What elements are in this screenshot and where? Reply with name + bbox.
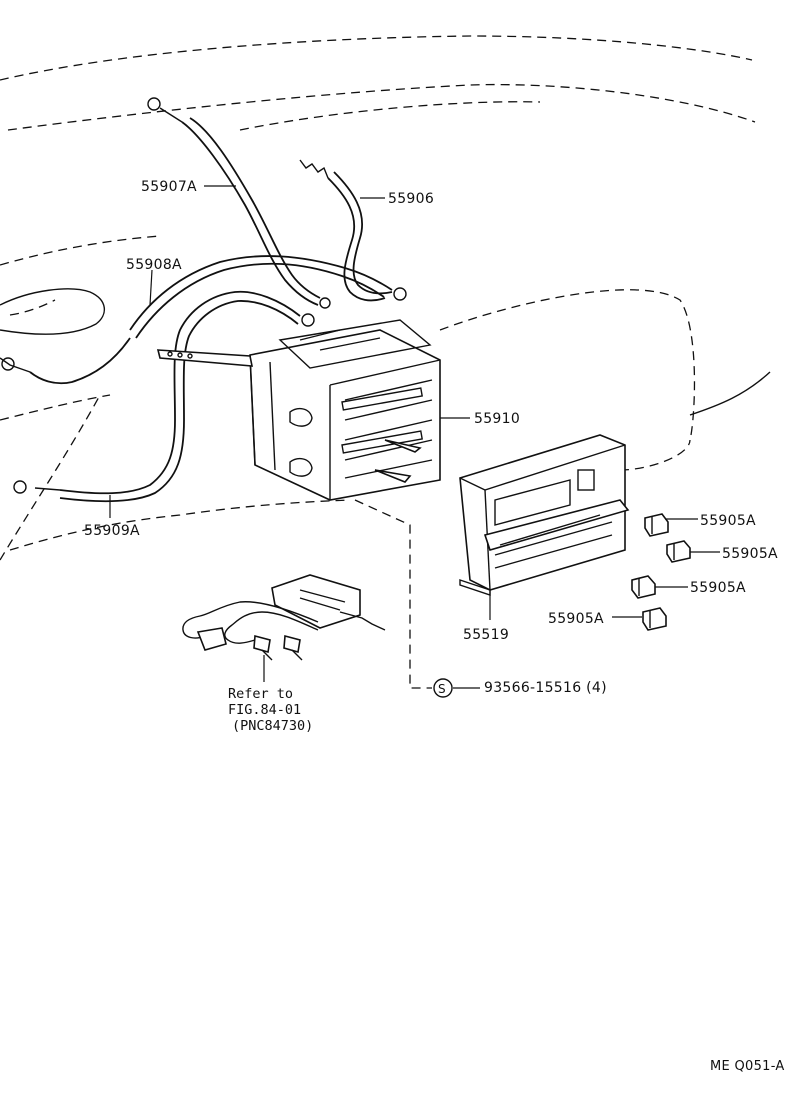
part-labels: 55907A 55906 55908A 55910 55909A 55519 5… xyxy=(84,179,785,1074)
label-55905A-3: 55905A xyxy=(690,580,746,596)
label-55906: 55906 xyxy=(388,191,434,207)
label-55905A-1: 55905A xyxy=(700,513,756,529)
light-harness xyxy=(182,574,386,661)
label-55908A: 55908A xyxy=(126,257,182,273)
screw-symbol: S xyxy=(438,682,446,696)
reference-line-1: Refer to xyxy=(228,686,293,702)
cable-55907A xyxy=(147,97,331,309)
label-screw-part: 93566-15516 (4) xyxy=(484,680,607,696)
cable-55906 xyxy=(299,159,407,302)
reference-line-2: FIG.84-01 xyxy=(228,702,301,718)
cable-55909A xyxy=(13,290,315,503)
knobs-55905A xyxy=(631,513,691,631)
footer-code: ME Q051-A xyxy=(710,1059,785,1074)
leader-lines xyxy=(109,185,720,689)
label-55907A: 55907A xyxy=(141,179,197,195)
label-55519: 55519 xyxy=(463,627,509,643)
control-unit-55910 xyxy=(156,319,441,501)
reference-line-3: (PNC84730) xyxy=(232,718,313,734)
label-55910: 55910 xyxy=(474,411,520,427)
cable-55908A xyxy=(0,255,393,385)
label-55905A-4: 55905A xyxy=(548,611,604,627)
dashboard-outline xyxy=(0,35,771,561)
screw-symbol-circle xyxy=(433,678,453,698)
cluster-panel-55519 xyxy=(459,434,630,596)
label-55905A-2: 55905A xyxy=(722,546,778,562)
label-55909A: 55909A xyxy=(84,523,140,539)
